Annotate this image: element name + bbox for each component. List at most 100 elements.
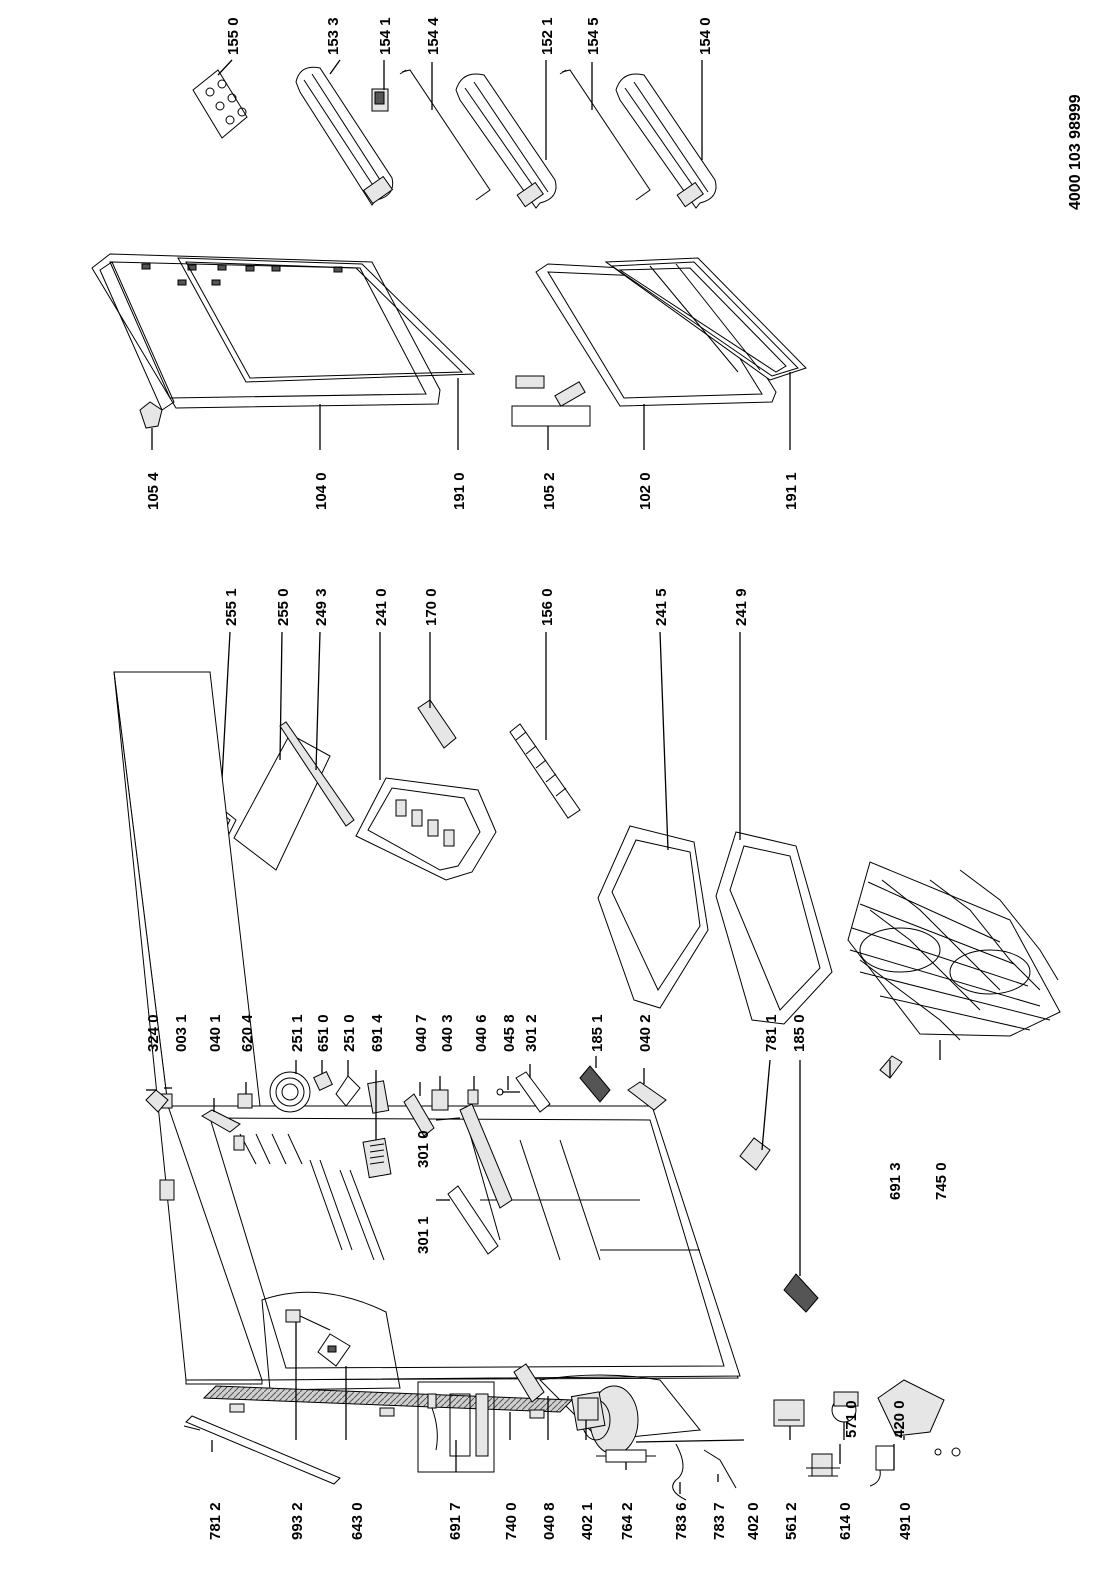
label-152-1: 152 1	[539, 17, 556, 55]
part-691-4-lamp-cover	[362, 1070, 392, 1179]
part-154-0-door-bin	[615, 60, 717, 209]
label-105-4: 105 4	[145, 472, 162, 510]
part-105-2-hinge-kit	[511, 375, 591, 450]
label-643-0: 643 0	[349, 1502, 366, 1540]
label-783-6: 783 6	[673, 1502, 690, 1540]
label-301-1: 301 1	[415, 1216, 432, 1254]
label-104-0: 104 0	[313, 472, 330, 510]
document-number: 4000 103 98999	[1067, 94, 1084, 210]
label-154-5: 154 5	[585, 17, 602, 55]
part-154-4-rod	[399, 62, 491, 201]
label-783-7: 783 7	[711, 1502, 728, 1540]
part-691-3-bracket	[879, 1055, 903, 1079]
part-185-0-hinge-cover	[783, 1060, 819, 1313]
label-764-2: 764 2	[619, 1502, 636, 1540]
label-153-3: 153 3	[325, 17, 342, 55]
label-571-0: 571 0	[843, 1400, 860, 1438]
label-040-8: 040 8	[541, 1502, 558, 1540]
label-691-7: 691 7	[447, 1502, 464, 1540]
label-191-0: 191 0	[451, 472, 468, 510]
part-620-4-switch	[237, 1082, 253, 1109]
part-185-1-hinge-cover	[579, 1056, 611, 1103]
part-155-0-egg-tray	[192, 59, 248, 139]
label-781-1: 781 1	[763, 1014, 780, 1052]
label-745-0: 745 0	[933, 1162, 950, 1200]
part-561-2-overload	[773, 1399, 805, 1440]
part-781-1-cover	[739, 1059, 771, 1171]
label-561-2: 561 2	[783, 1502, 800, 1540]
part-251-0-fan-cover	[335, 1060, 361, 1107]
part-301-0-control-panel	[435, 1117, 461, 1121]
part-255-0-glass-shelf	[233, 631, 331, 871]
label-105-2: 105 2	[541, 472, 558, 510]
part-783-7-tube	[703, 1449, 737, 1489]
label-255-0: 255 0	[275, 588, 292, 626]
part-104-0-fridge-door	[91, 253, 441, 450]
part-420-0-capacitor	[869, 1444, 895, 1487]
part-040-8-bracket	[513, 1363, 549, 1440]
label-003-1: 003 1	[173, 1014, 190, 1052]
label-040-7: 040 7	[413, 1014, 430, 1052]
label-691-4: 691 4	[369, 1014, 386, 1052]
label-402-1: 402 1	[579, 1502, 596, 1540]
label-402-0: 402 0	[745, 1502, 762, 1540]
part-301-1-control-board	[436, 1185, 499, 1255]
part-045-8-screw	[496, 1076, 520, 1096]
label-156-0: 156 0	[539, 588, 556, 626]
main-cabinet	[113, 671, 741, 1455]
part-402-1-compressor-relay	[577, 1397, 599, 1440]
part-783-6-capillary	[672, 1443, 687, 1501]
part-643-0-thermostat	[317, 1333, 351, 1440]
label-241-0: 241 0	[373, 588, 390, 626]
label-651-0: 651 0	[315, 1014, 332, 1052]
part-301-2-circuit-board	[515, 1064, 551, 1113]
label-781-2: 781 2	[207, 1502, 224, 1540]
label-154-1: 154 1	[377, 17, 394, 55]
label-040-6: 040 6	[473, 1014, 490, 1052]
label-191-1: 191 1	[783, 472, 800, 510]
part-040-7-hinge	[403, 1082, 435, 1137]
label-691-3: 691 3	[887, 1162, 904, 1200]
part-labels: 155 0 153 3 154 1 154 4 152 1 154 5 154 …	[145, 17, 1084, 1540]
label-040-2: 040 2	[637, 1014, 654, 1052]
part-764-2-filter-drier	[596, 1449, 656, 1470]
part-420-0-fasteners	[934, 1447, 961, 1457]
part-156-0-ice-tray	[509, 632, 581, 819]
part-241-0-crisper	[355, 632, 497, 881]
part-154-1-bracket	[371, 60, 389, 112]
label-155-0: 155 0	[225, 17, 242, 55]
part-241-9-freezer-drawer	[715, 632, 833, 1025]
label-251-0: 251 0	[341, 1014, 358, 1052]
label-301-0: 301 0	[415, 1130, 432, 1168]
label-740-0: 740 0	[503, 1502, 520, 1540]
part-040-1-hinge	[201, 1098, 241, 1133]
part-153-3-door-bin	[295, 59, 394, 206]
label-255-1: 255 1	[223, 588, 240, 626]
label-040-3: 040 3	[439, 1014, 456, 1052]
part-251-1-fan-grill	[269, 1060, 311, 1113]
part-191-1-door-gasket	[604, 257, 807, 450]
part-105-4-hinge-cover	[139, 401, 163, 450]
part-154-5-rod	[559, 62, 651, 201]
label-170-0: 170 0	[423, 588, 440, 626]
label-420-0: 420 0	[891, 1400, 908, 1438]
label-241-9: 241 9	[733, 588, 750, 626]
label-185-1: 185 1	[589, 1014, 606, 1052]
part-740-0-condenser	[202, 1385, 574, 1440]
label-324-0: 324 0	[145, 1014, 162, 1052]
label-154-0: 154 0	[697, 17, 714, 55]
part-249-3-shelf-trim	[279, 631, 355, 827]
label-614-0: 614 0	[837, 1502, 854, 1540]
part-614-0-relay	[831, 1391, 859, 1440]
part-152-1-door-bin	[455, 60, 557, 209]
label-241-5: 241 5	[653, 588, 670, 626]
part-491-0-relay-cover	[877, 1379, 945, 1440]
label-491-0: 491 0	[897, 1502, 914, 1540]
part-402-0-compressor	[635, 1439, 745, 1443]
part-691-7-electrical-kit	[417, 1381, 495, 1473]
label-993-2: 993 2	[289, 1502, 306, 1540]
label-045-8: 045 8	[501, 1014, 518, 1052]
part-651-0-fan-motor	[313, 1060, 333, 1091]
part-571-0-start-relay	[806, 1444, 841, 1477]
